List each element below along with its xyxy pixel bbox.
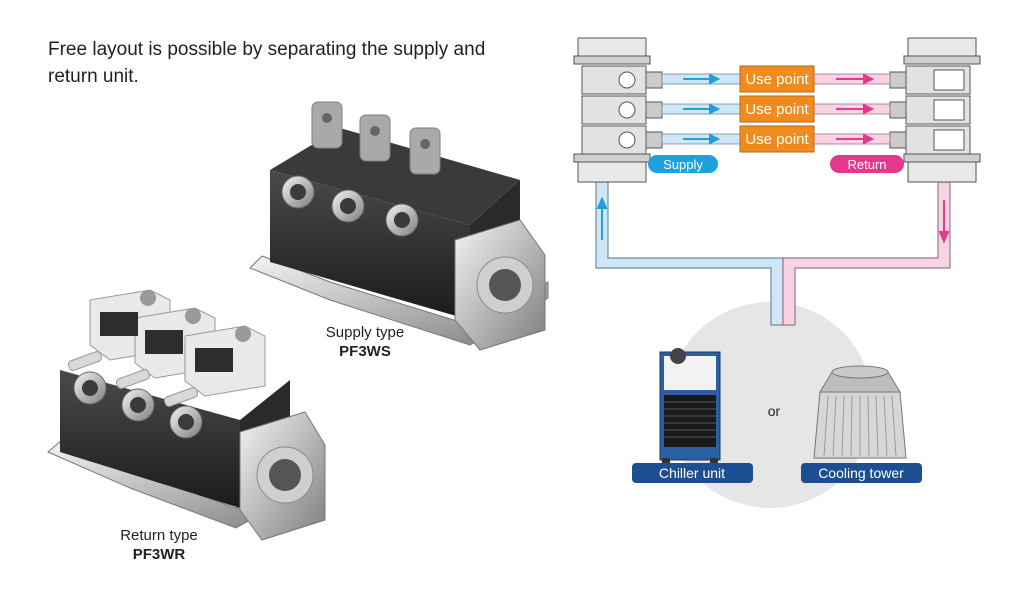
chiller-unit-label: Chiller unit [632, 463, 753, 483]
svg-text:Use point: Use point [745, 101, 809, 118]
return-model-label: PF3WR [132, 546, 186, 563]
chiller-unit-icon [659, 348, 721, 464]
return-manifold [889, 37, 981, 183]
intro-text: Free layout is possible by separating th… [48, 39, 486, 87]
cooling-tower-label: Cooling tower [801, 463, 922, 483]
use-point-2: Use point [739, 95, 815, 123]
supply-unit-image [249, 101, 549, 351]
supply-lines [661, 73, 741, 145]
use-point-3: Use point [739, 125, 815, 153]
cooling-tower-icon [813, 365, 907, 459]
return-lines [813, 73, 891, 145]
return-down-arrow [938, 200, 950, 244]
return-type-caption: Return type PF3WR [94, 526, 224, 564]
supply-model-label: PF3WS [339, 343, 391, 360]
svg-text:Supply: Supply [663, 157, 703, 172]
return-type-label: Return type [120, 527, 198, 544]
svg-text:Chiller unit: Chiller unit [659, 465, 725, 481]
svg-text:Use point: Use point [745, 71, 809, 88]
or-label: or [768, 403, 781, 419]
supply-manifold [573, 37, 663, 183]
supply-type-caption: Supply type PF3WS [300, 323, 430, 361]
return-badge: Return [830, 155, 904, 173]
return-unit-image [47, 289, 326, 541]
svg-text:Cooling tower: Cooling tower [818, 465, 904, 481]
supply-type-label: Supply type [325, 324, 405, 341]
supply-badge: Supply [648, 155, 718, 173]
supply-up-arrow [596, 196, 608, 240]
return-pipe [782, 181, 951, 326]
svg-text:Return: Return [847, 157, 886, 172]
circuit-diagram: Use point Use point Use point Supply Ret… [573, 37, 981, 508]
svg-text:Use point: Use point [745, 131, 809, 148]
use-point-1: Use point [739, 65, 815, 93]
